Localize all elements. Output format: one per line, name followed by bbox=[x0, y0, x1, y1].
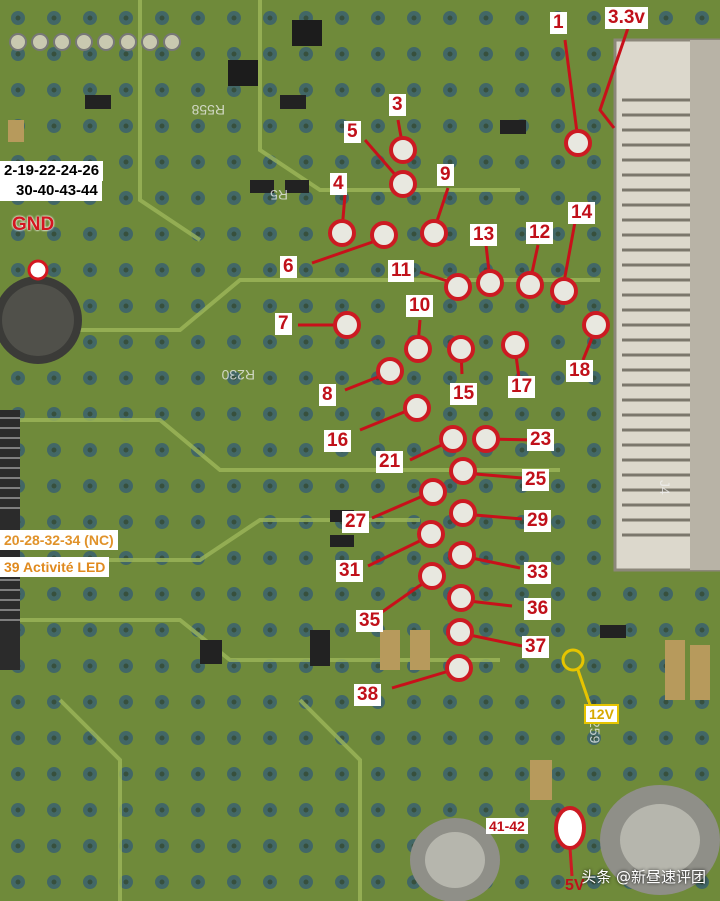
svg-text:R558: R558 bbox=[191, 102, 225, 118]
gnd-label: GND bbox=[12, 214, 55, 235]
pin-label-16: 16 bbox=[324, 430, 352, 452]
pin-label-17: 17 bbox=[508, 376, 536, 398]
pin-label-10: 10 bbox=[406, 295, 434, 317]
pin-label-3v3: 3.3v bbox=[605, 7, 648, 29]
pin-label-29: 29 bbox=[524, 510, 552, 532]
pin-label-38: 38 bbox=[354, 684, 382, 706]
watermark-text: 头条 @新昼速评团 bbox=[581, 868, 706, 886]
pin-label-25: 25 bbox=[522, 469, 550, 491]
pin-label-27: 27 bbox=[342, 511, 370, 533]
pin-label-23: 23 bbox=[527, 429, 555, 451]
pin-label-5: 5 bbox=[344, 121, 361, 143]
pin-label-36: 36 bbox=[524, 598, 552, 620]
gnd-pins-line2: 30-40-43-44 bbox=[0, 181, 102, 201]
pin-label-14: 14 bbox=[568, 202, 596, 224]
label-pins-41-42: 41-42 bbox=[486, 818, 528, 834]
led-pin-note: 39 Activité LED bbox=[0, 557, 110, 577]
pin-label-7: 7 bbox=[275, 313, 292, 335]
svg-text:R230: R230 bbox=[221, 367, 255, 383]
nc-pins-note: 20-28-32-34 (NC) bbox=[0, 530, 118, 550]
pin-label-33: 33 bbox=[524, 562, 552, 584]
pin-label-6: 6 bbox=[280, 256, 297, 278]
pin-label-9: 9 bbox=[437, 164, 454, 186]
pin-label-37: 37 bbox=[522, 636, 550, 658]
label-12v: 12V bbox=[584, 704, 619, 724]
svg-text:J4: J4 bbox=[657, 480, 673, 495]
pin-label-11: 11 bbox=[388, 260, 415, 282]
label-5v: 5V bbox=[565, 877, 585, 894]
pin-label-3: 3 bbox=[389, 94, 406, 116]
pin-label-12: 12 bbox=[526, 222, 554, 244]
pin-label-31: 31 bbox=[336, 560, 364, 582]
pin-label-35: 35 bbox=[356, 610, 384, 632]
pin-label-4: 4 bbox=[330, 173, 347, 195]
svg-text:R5: R5 bbox=[270, 187, 288, 203]
pin-label-18: 18 bbox=[566, 360, 594, 382]
svg-text:259: 259 bbox=[587, 720, 603, 744]
pin-label-13: 13 bbox=[470, 224, 498, 246]
pin-label-15: 15 bbox=[450, 383, 478, 405]
pin-label-1: 1 bbox=[550, 12, 567, 34]
pin-label-8: 8 bbox=[319, 384, 336, 406]
pin-label-21: 21 bbox=[376, 451, 404, 473]
gnd-pins-line1: 2-19-22-24-26 bbox=[0, 161, 104, 181]
